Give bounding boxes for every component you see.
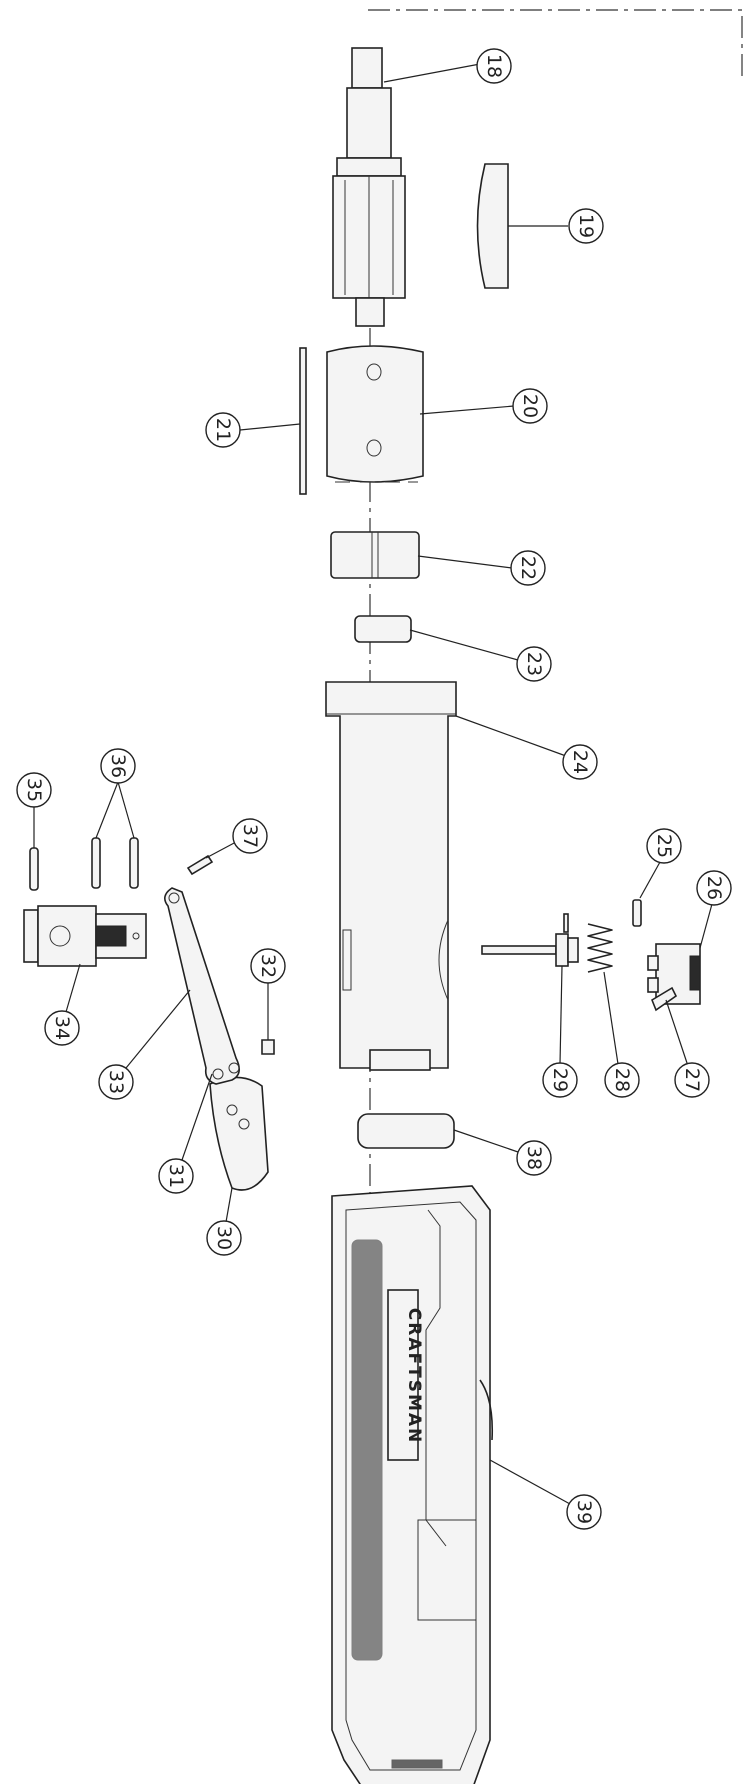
part-19-rotor-blade [476,163,509,289]
part-25-pin [632,899,642,927]
part-29-valve-stem [481,913,579,967]
callout-36: 36 [100,748,136,784]
part-38-seal-ring [357,1113,455,1149]
svg-text:22: 22 [517,556,539,580]
part-20-cylinder [326,345,424,483]
callout-28: 28 [604,1062,640,1098]
svg-text:18: 18 [483,54,505,78]
svg-text:27: 27 [681,1068,703,1092]
part-39-handle-body: CRAFTSMAN [331,1185,494,1784]
callout-18: 18 [476,48,512,84]
callout-29: 29 [542,1062,578,1098]
part-24-motor-housing [325,681,457,1071]
brand-logo-text: CRAFTSMAN [404,1308,424,1444]
svg-text:33: 33 [105,1070,127,1094]
part-18-rotor-shaft [332,47,406,327]
svg-text:36: 36 [107,754,129,778]
callout-35: 35 [16,772,52,808]
callout-27: 27 [674,1062,710,1098]
part-22-bearing-ring [330,531,420,579]
svg-text:25: 25 [653,834,675,858]
svg-text:29: 29 [549,1068,571,1092]
svg-text:37: 37 [239,824,261,848]
callout-22: 22 [510,550,546,586]
svg-text:20: 20 [519,394,541,418]
svg-text:19: 19 [575,214,597,238]
svg-text:21: 21 [212,418,234,442]
callout-24: 24 [562,744,598,780]
callout-39: 39 [566,1494,602,1530]
callout-30: 30 [206,1220,242,1256]
svg-text:30: 30 [213,1226,235,1250]
callout-19: 19 [568,208,604,244]
svg-text:31: 31 [165,1164,187,1188]
svg-text:38: 38 [523,1146,545,1170]
part-35-pin [29,847,39,891]
svg-text:28: 28 [611,1068,633,1092]
callouts: 18 19 20 21 22 23 24 [16,48,732,1530]
callout-34: 34 [44,1010,80,1046]
svg-text:39: 39 [573,1500,595,1524]
part-37-set-screw [186,854,214,876]
svg-text:26: 26 [703,876,725,900]
part-27-clip [651,986,678,1012]
part-21-gasket [299,347,307,495]
part-36-pins [91,837,139,889]
svg-text:34: 34 [51,1016,73,1040]
part-30-throttle-lever [209,1076,269,1191]
part-23-bearing [354,615,412,643]
svg-text:23: 23 [523,652,545,676]
svg-text:24: 24 [569,750,591,774]
callout-21: 21 [205,412,241,448]
callout-26: 26 [696,870,732,906]
callout-38: 38 [516,1140,552,1176]
callout-20: 20 [512,388,548,424]
part-28-spring [587,923,613,973]
svg-text:32: 32 [257,954,279,978]
part-32-retaining-clip [261,1039,275,1055]
callout-32: 32 [250,948,286,984]
callout-31: 31 [158,1158,194,1194]
part-34-reverse-valve [23,905,147,967]
part-33-linkage-arm [164,887,240,1085]
callout-25: 25 [646,828,682,864]
assembly-axis [368,9,743,1560]
callout-33: 33 [98,1064,134,1100]
callout-37: 37 [232,818,268,854]
svg-text:35: 35 [23,778,45,802]
callout-23: 23 [516,646,552,682]
